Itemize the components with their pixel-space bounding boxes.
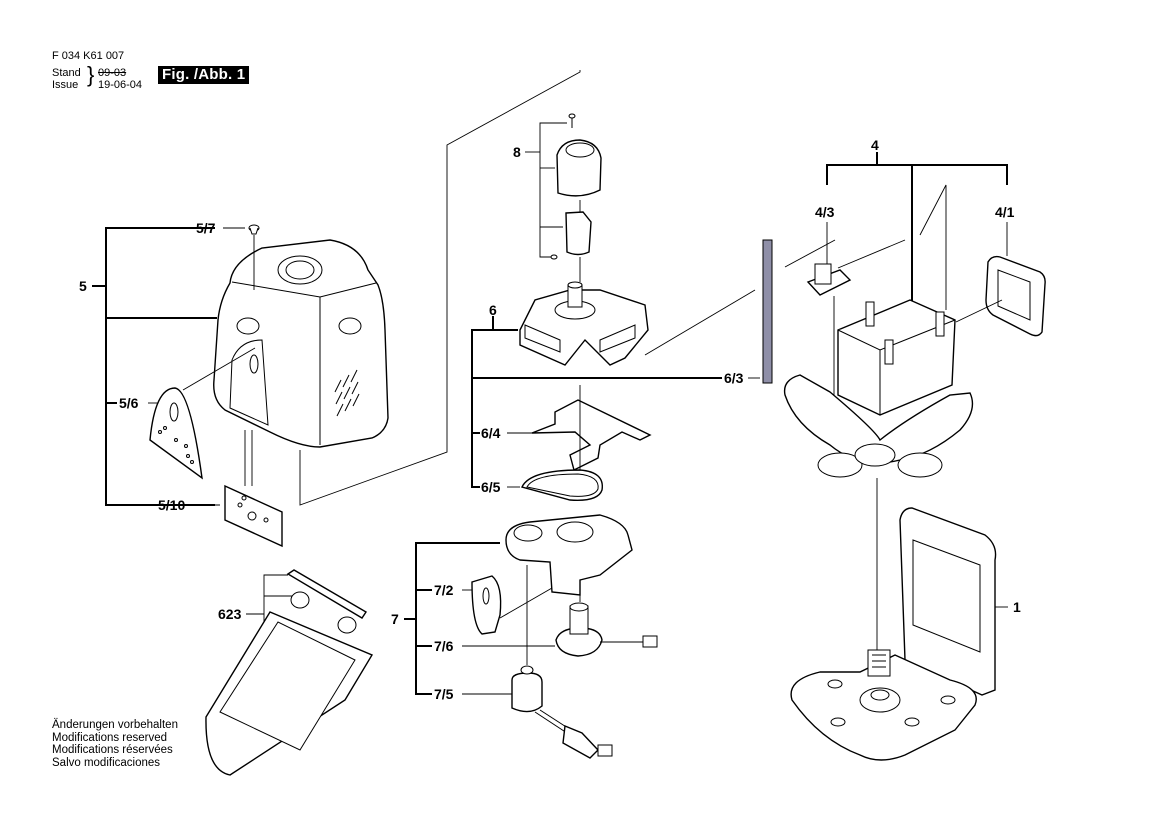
callout-4: 4: [871, 137, 879, 153]
notice-line-de: Änderungen vorbehalten: [52, 719, 178, 731]
connector-board-part-4-3: [806, 263, 852, 410]
notice-line-es: Salvo modificaciones: [52, 756, 161, 769]
vent-slots: [334, 369, 360, 417]
brace-icon: }: [87, 62, 95, 87]
callout-7-2: 7/2: [434, 582, 454, 598]
callout-1: 1: [1013, 599, 1021, 615]
stand-label: Stand: [52, 67, 81, 79]
figure-label: Fig. /Abb. 1: [158, 66, 250, 84]
group-6-bracket: [471, 316, 760, 488]
notice-line-fr: Modifications réservées: [52, 744, 173, 756]
group-4-bracket: [826, 152, 1008, 305]
assembly-guide-line: [299, 70, 581, 506]
encoder-part-7-5: [511, 665, 613, 759]
clamp-part-7-2: [471, 575, 553, 635]
motor-bracket-part-7: [505, 514, 633, 665]
cover-housing-part: [213, 239, 389, 448]
group-623-bracket: [246, 574, 295, 635]
battery-compartment-part: [205, 569, 374, 776]
callout-6: 6: [489, 302, 497, 318]
belt-part-6-5: [521, 469, 604, 501]
chassis-part-4: [783, 184, 974, 650]
callout-5-7: 5/7: [196, 220, 216, 236]
group-7-bracket: [404, 542, 555, 695]
cap-part-5-7: [248, 224, 260, 290]
circuit-board-part-5-10: [224, 430, 283, 548]
callout-6-4: 6/4: [481, 425, 501, 441]
callout-7-5: 7/5: [434, 686, 454, 702]
motor-part-7-6: [555, 582, 658, 657]
notice-line-en: Modifications reserved: [52, 731, 168, 744]
ribbon-cable-part-6-3: [762, 239, 773, 384]
group-8-bracket: [525, 122, 567, 258]
base-stand-part-1: [790, 507, 1008, 761]
document-number: F 034 K61 007: [52, 50, 125, 62]
stand-date: 09-03: [98, 67, 127, 79]
lens-frame-part-4-1: [955, 255, 1046, 337]
issue-date: 19-06-04: [98, 79, 143, 91]
callout-8: 8: [513, 144, 521, 160]
callout-5: 5: [79, 278, 87, 294]
callout-6-5: 6/5: [481, 479, 501, 495]
callout-5-10: 5/10: [158, 497, 185, 513]
callout-7: 7: [391, 611, 399, 627]
callout-623: 623: [218, 606, 242, 622]
base-plate-part-6: [519, 281, 756, 366]
callout-6-3: 6/3: [724, 370, 744, 386]
modifications-notice: Änderungen vorbehalten Modifications res…: [52, 719, 178, 769]
callout-4-3: 4/3: [815, 204, 835, 220]
callout-5-6: 5/6: [119, 395, 139, 411]
callout-4-1: 4/1: [995, 204, 1015, 220]
issue-label: Issue: [52, 79, 79, 91]
plate-part-5-6: [149, 347, 256, 480]
knob-part-8: [550, 113, 602, 282]
callout-7-6: 7/6: [434, 638, 454, 654]
